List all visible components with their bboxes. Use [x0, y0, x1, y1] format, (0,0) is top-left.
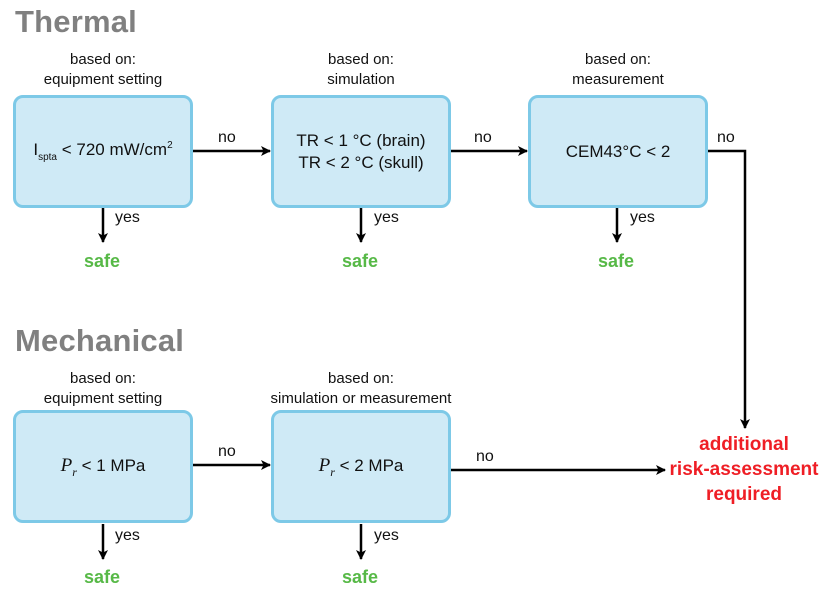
thermal-step2-condition-line2: TR < 2 °C (skull)	[298, 152, 424, 172]
caption-line: measurement	[572, 71, 664, 88]
thermal-step3-yes-label: yes	[630, 209, 655, 226]
mech-step2-box: Pr < 2 MPa	[271, 410, 451, 523]
mech-step2-safe: safe	[342, 567, 379, 587]
thermal-step2-box: TR < 1 °C (brain) TR < 2 °C (skull)	[271, 95, 451, 208]
thermal-step3-safe: safe	[598, 251, 635, 271]
thermal-no-label-3: no	[717, 129, 735, 146]
condition-text: < 2 MPa	[334, 456, 404, 475]
mech-step1-box: Pr < 1 MPa	[13, 410, 193, 523]
condition-subscript: spta	[38, 152, 57, 163]
mech-no-label-1: no	[218, 443, 236, 460]
thermal-step2-safe: safe	[342, 251, 379, 271]
caption-line: equipment setting	[43, 71, 163, 88]
thermal-step1-safe: safe	[84, 251, 121, 271]
condition-superscript: 2	[167, 140, 173, 151]
mech-step2-yes-label: yes	[374, 527, 399, 544]
condition-subscript: r	[72, 465, 77, 479]
condition-variable: P	[60, 455, 73, 476]
mechanical-title: Mechanical	[15, 323, 185, 358]
thermal-step3-caption: based on: measurement	[528, 50, 708, 90]
caption-line: simulation or measurement	[270, 390, 452, 407]
mech-no-label-2: no	[476, 448, 494, 465]
thermal-step3-condition: CEM43°C < 2	[565, 141, 671, 161]
thermal-step1-box: Ispta < 720 mW/cm2	[13, 95, 193, 208]
condition-text: < 720 mW/cm	[57, 140, 168, 159]
thermal-step3-box: CEM43°C < 2	[528, 95, 708, 208]
mech-step1-yes-label: yes	[115, 527, 140, 544]
risk-assessment-outcome: additional risk-assessment required	[668, 432, 820, 507]
mech-step2-condition: Pr < 2 MPa	[318, 455, 404, 479]
outcome-line: additional	[699, 434, 789, 455]
mech-step2-caption: based on: simulation or measurement	[256, 369, 466, 409]
condition-symbol: I	[33, 140, 39, 159]
mech-step1-caption: based on: equipment setting	[13, 369, 193, 409]
caption-line: based on:	[328, 51, 394, 68]
caption-line: simulation	[327, 71, 395, 88]
arrow-thermal-3-to-outcome	[708, 149, 750, 429]
thermal-step2-caption: based on: simulation	[271, 50, 451, 90]
caption-line: based on:	[585, 51, 651, 68]
thermal-no-label-1: no	[218, 129, 236, 146]
thermal-step2-condition-line1: TR < 1 °C (brain)	[296, 130, 426, 150]
caption-line: based on:	[70, 51, 136, 68]
thermal-step1-condition: Ispta < 720 mW/cm2	[33, 139, 172, 164]
caption-line: equipment setting	[43, 390, 163, 407]
condition-variable: P	[318, 455, 331, 476]
outcome-line: risk-assessment	[669, 459, 819, 480]
outcome-line: required	[705, 484, 783, 505]
caption-line: based on:	[70, 370, 136, 387]
mech-step1-safe: safe	[84, 567, 121, 587]
thermal-title: Thermal	[15, 4, 137, 39]
caption-line: based on:	[328, 370, 394, 387]
thermal-step1-yes-label: yes	[115, 209, 140, 226]
condition-text: < 1 MPa	[76, 456, 146, 475]
thermal-no-label-2: no	[474, 129, 492, 146]
thermal-step1-caption: based on: equipment setting	[13, 50, 193, 90]
condition-subscript: r	[330, 465, 335, 479]
mech-step1-condition: Pr < 1 MPa	[60, 455, 146, 479]
thermal-step2-yes-label: yes	[374, 209, 399, 226]
